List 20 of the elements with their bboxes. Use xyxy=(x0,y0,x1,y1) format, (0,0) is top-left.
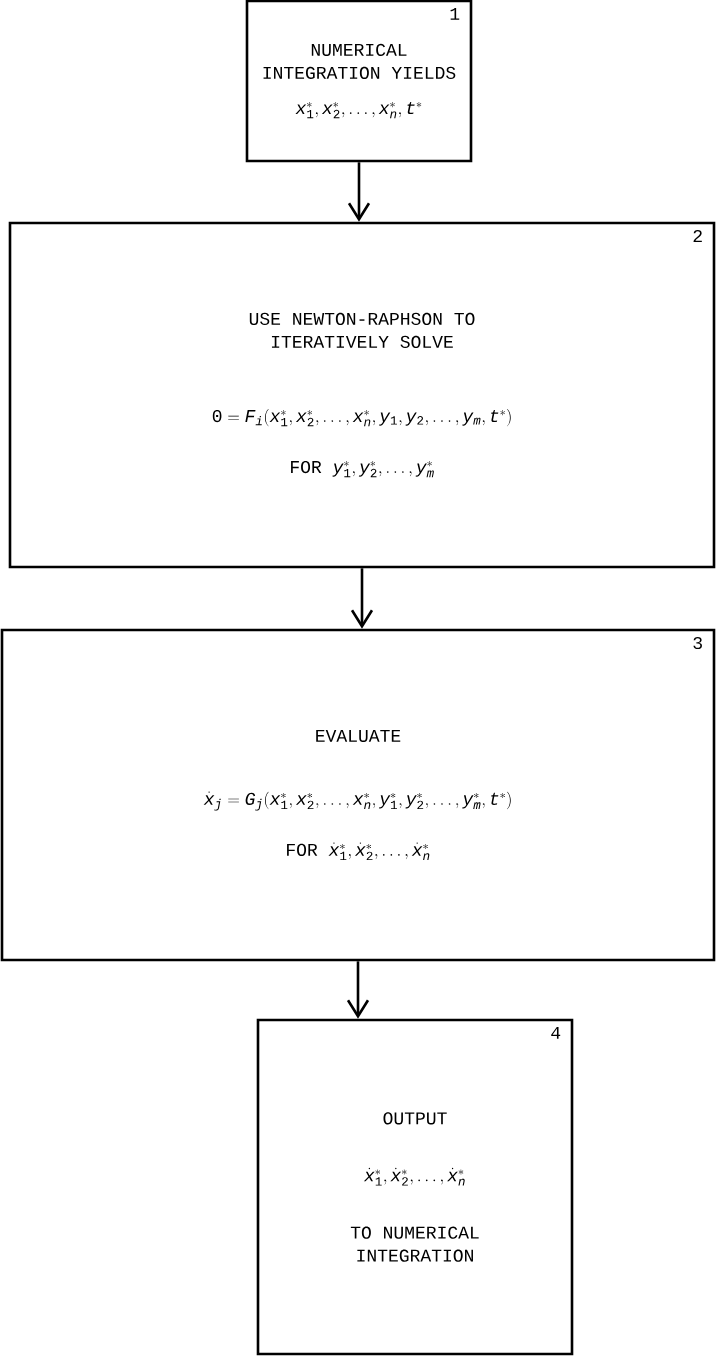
step-text: TO NUMERICAL INTEGRATION xyxy=(350,1226,479,1262)
formula: $y_1^*,y_2^*,\ldots,y_m^*$ xyxy=(332,461,434,478)
formula: $0 = F_i(x_1^*,x_2^*,\ldots,x_n^*,y_1,y_2,\ldots,y_m,t^*)$ xyxy=(212,409,511,427)
step-heading: EVALUATE xyxy=(316,729,401,742)
step-number: 4 xyxy=(551,1026,561,1039)
step-text: FOR xyxy=(287,843,318,856)
formula: $\dot{x}_1^*,\dot{x}_2^*,\ldots,\dot{x}_n^*$ xyxy=(363,1167,465,1186)
step-heading: USE NEWTON-RAPHSON TO ITERATIVELY SOLVE xyxy=(249,312,475,348)
formula: $x_1^*,x_2^*,\ldots,x_n^*,t^*$ xyxy=(295,101,422,119)
step-number: 1 xyxy=(450,7,460,20)
formula: $\dot{x}_j = G_j(x_1^*,x_2^*,\ldots,x_n^*,y_1^*,y_2^*,\ldots,y_m^*,t^*)$ xyxy=(203,791,511,811)
formula: $\dot{x}_1^*,\dot{x}_2^*,\ldots,\dot{x}_n^*$ xyxy=(328,842,430,861)
step-text: FOR xyxy=(291,460,322,474)
step-heading: NUMERICAL INTEGRATION YIELDS xyxy=(263,43,456,79)
arrow xyxy=(347,162,371,222)
arrow xyxy=(350,568,374,629)
step-heading: OUTPUT xyxy=(383,1112,447,1125)
step-number: 2 xyxy=(693,229,702,242)
step-number: 3 xyxy=(693,636,702,650)
arrow xyxy=(346,961,370,1019)
